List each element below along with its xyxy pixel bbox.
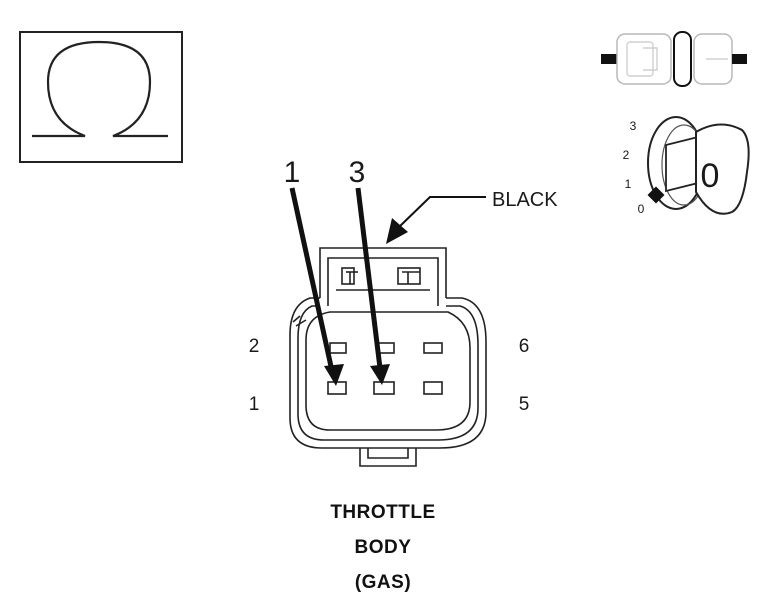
pin-label-5: 5 [519,394,530,415]
ohm-icon [19,31,183,163]
ignition-position-2: 2 [623,148,630,162]
ignition-key-icon: 3 2 1 0 0 [623,116,750,216]
connector-body [289,247,487,467]
wire-color-label: BLACK [492,189,558,211]
component-name-line-2: BODY [354,537,412,558]
pin-label-1: 1 [249,394,260,415]
probe-arrow-3 [355,187,390,385]
wire-color-callout [386,196,486,244]
component-name-line-1: THROTTLE [330,502,436,523]
pin-cavity-1 [327,381,347,395]
ignition-key-label: 0 [701,157,720,195]
pin-label-6: 6 [519,336,530,357]
ignition-position-0: 0 [638,202,645,216]
probe-arrow-1 [289,187,344,386]
pin-cavity-3 [373,381,395,395]
ignition-position-3: 3 [630,119,637,133]
disconnected-connector-icon [601,31,747,87]
component-name-line-3: (GAS) [354,572,412,593]
ignition-position-1: 1 [625,177,632,191]
pin-label-2: 2 [249,336,260,357]
probe-label-3: 3 [349,156,366,189]
probe-label-1: 1 [284,156,301,189]
